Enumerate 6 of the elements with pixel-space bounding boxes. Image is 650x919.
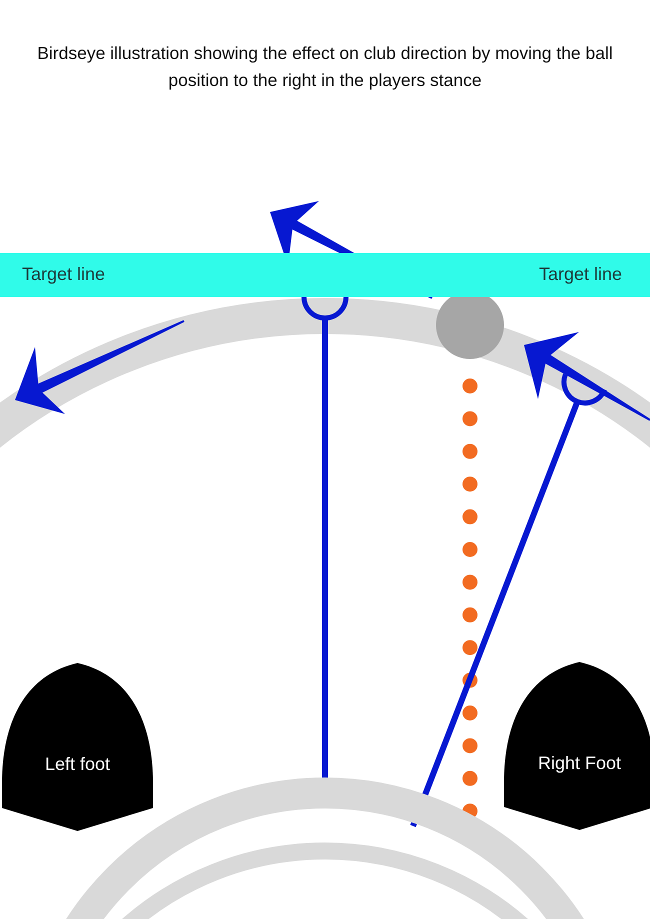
foot-label: Left foot xyxy=(44,754,112,775)
band-label: Target line xyxy=(22,264,106,285)
target-line-band xyxy=(0,253,650,297)
band-label: Target line xyxy=(538,264,622,285)
foot-label: Right Foot xyxy=(536,753,622,774)
title: Birdseye illustration showing the effect on club direction by moving the ball position to the right in the players stance xyxy=(36,42,614,92)
